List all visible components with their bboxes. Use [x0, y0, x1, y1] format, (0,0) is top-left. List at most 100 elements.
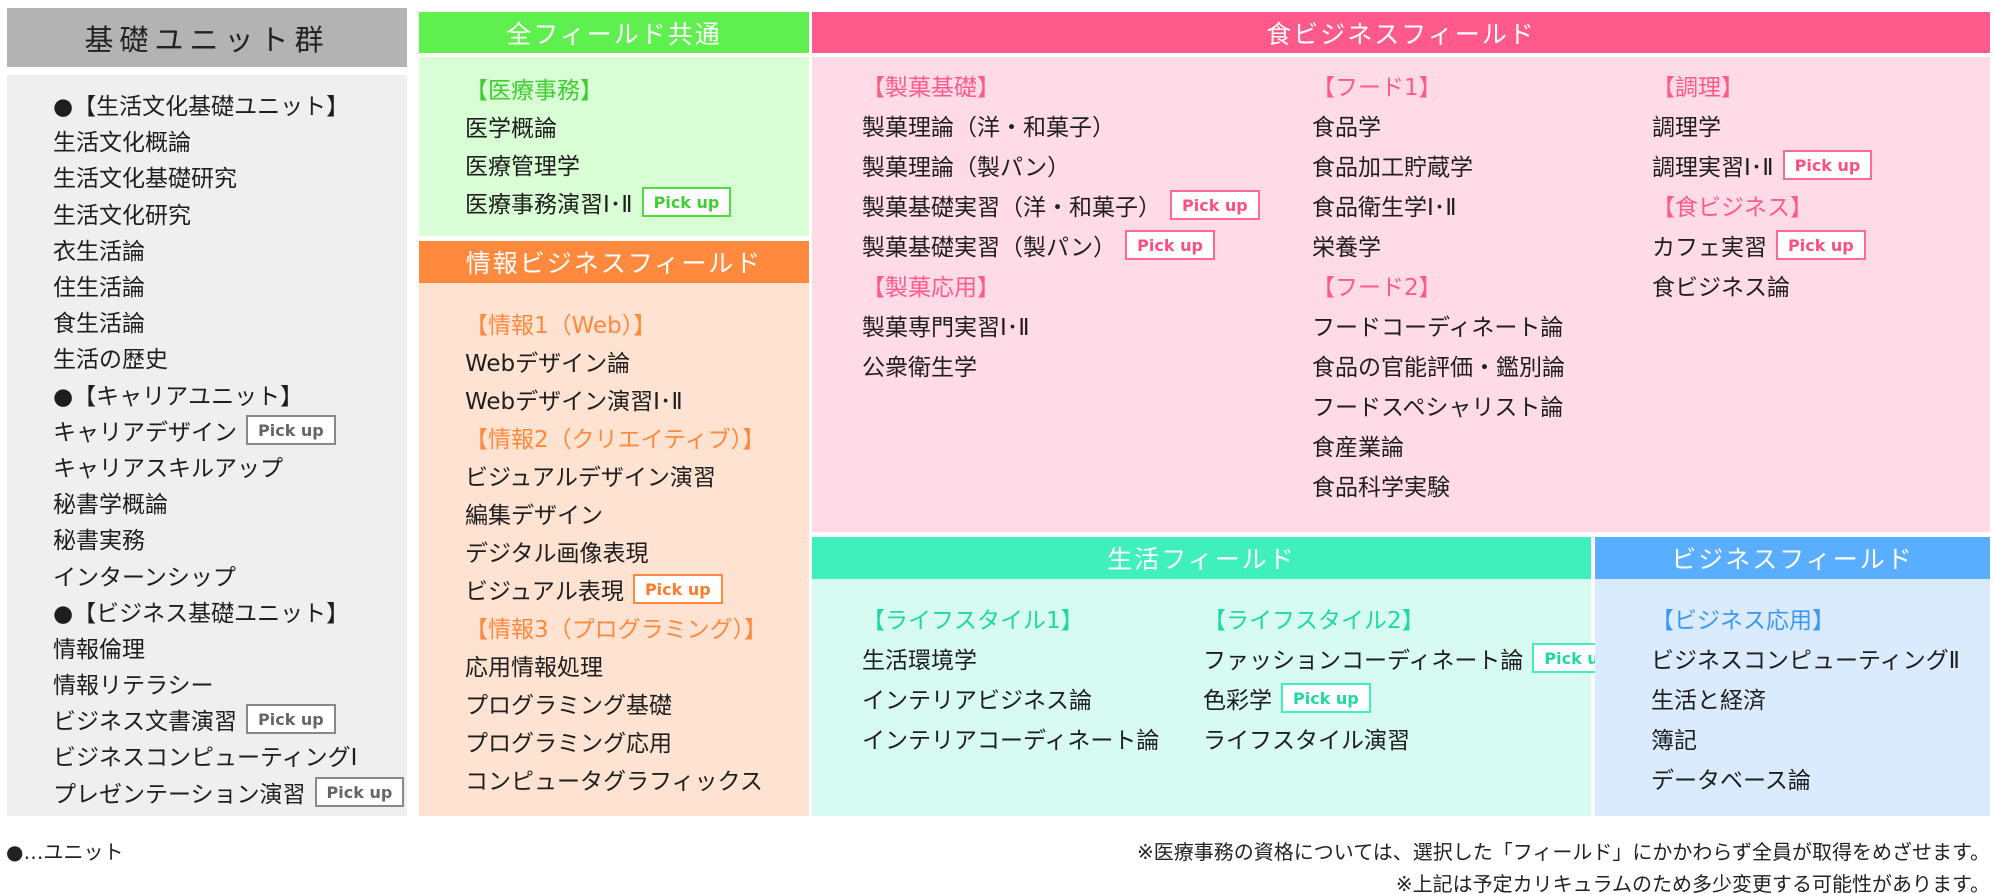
course-item: ●【ビジネス基礎ユニット】 [53, 593, 404, 629]
course-item: 医療事務演習Ⅰ･Ⅱ Pick up [465, 183, 732, 221]
info-field-list: 【情報1（Web）】 Webデザイン論 Webデザイン演習Ⅰ･Ⅱ 【情報2（クリエイテ… [465, 304, 767, 798]
course-item: 製菓理論（洋・和菓子） [862, 105, 1260, 145]
course-label: フードコーディネート論 [1312, 315, 1564, 341]
category-heading: 【フード1】 [1312, 65, 1565, 105]
pick-up-badge: Pick up [246, 704, 336, 735]
footnote-1: ※医療事務の資格については、選択した「フィールド」にかかわらず全員が取得をめざせ… [1137, 840, 1990, 864]
course-label: 製菓基礎実習（洋・和菓子） [862, 195, 1161, 221]
course-label: ●【キャリアユニット】 [53, 383, 304, 410]
category-label: 【医療事務】 [465, 78, 603, 104]
category-label: 【情報3（プログラミング）】 [465, 617, 768, 643]
life-field-header: 生活フィールド [812, 537, 1591, 579]
course-label: 食品の官能評価・鑑別論 [1312, 355, 1565, 381]
course-item: 情報リテラシー [53, 665, 404, 701]
category-heading: 【フード2】 [1312, 265, 1565, 305]
course-label: ビジネスコンピューティングⅡ [1651, 648, 1960, 674]
category-heading: 【食ビジネス】 [1652, 185, 1872, 225]
course-item: ビジネスコンピューティングⅡ [1651, 638, 1960, 678]
course-label: Webデザイン演習Ⅰ･Ⅱ [465, 389, 683, 415]
course-item: 秘書実務 [53, 520, 404, 556]
footnote-2: ※上記は予定カリキュラムのため多少変更する可能性があります。 [1395, 872, 1990, 894]
course-label: フードスペシャリスト論 [1312, 395, 1564, 421]
course-item: Webデザイン演習Ⅰ･Ⅱ [465, 380, 767, 418]
course-label: 秘書学概論 [53, 492, 168, 519]
pick-up-badge: Pick up [1125, 230, 1215, 260]
course-item: プレゼンテーション演習 Pick up [53, 774, 405, 810]
course-label: 医学概論 [465, 116, 557, 142]
course-label: ビジュアル表現 [465, 579, 624, 605]
life-col-1: 【ライフスタイル1】生活環境学インテリアビジネス論インテリアコーディネート論 [862, 598, 1159, 758]
category-heading: 【情報2（クリエイティブ）】 [465, 418, 767, 456]
common-field-body: 【医療事務】医学概論医療管理学医療事務演習Ⅰ･Ⅱ Pick up [419, 57, 809, 236]
course-item: 製菓理論（製パン） [862, 145, 1260, 185]
course-label: 住生活論 [53, 275, 145, 302]
course-item: 食品の官能評価・鑑別論 [1312, 345, 1565, 385]
course-item: コンピュータグラフィックス [465, 760, 767, 798]
life-field-panel: 生活フィールド 【ライフスタイル1】生活環境学インテリアビジネス論インテリアコー… [812, 537, 1623, 816]
course-label: 製菓理論（洋・和菓子） [862, 115, 1115, 141]
course-label: 医療事務演習Ⅰ･Ⅱ [465, 192, 633, 218]
category-label: 【ライフスタイル1】 [862, 608, 1084, 634]
course-label: 生活の歴史 [53, 347, 168, 374]
course-label: プログラミング応用 [465, 731, 672, 757]
course-label: 食産業論 [1312, 435, 1404, 461]
course-item: 生活文化基礎研究 [53, 158, 404, 194]
biz-field-body: 【ビジネス応用】ビジネスコンピューティングⅡ 生活と経済簿記データベース論 [1595, 579, 1990, 816]
course-label: ビジュアルデザイン演習 [465, 465, 716, 491]
course-item: 医学概論 [465, 107, 731, 145]
pick-up-badge: Pick up [1782, 150, 1873, 180]
course-label: ●【ビジネス基礎ユニット】 [53, 600, 350, 627]
course-label: 生活環境学 [862, 648, 977, 674]
course-label: 調理学 [1652, 115, 1721, 141]
course-item: 衣生活論 [53, 231, 404, 267]
pick-up-badge: Pick up [641, 187, 732, 217]
course-item: ビジネスコンピューティングⅠ [53, 737, 404, 773]
common-field-header: 全フィールド共通 [419, 12, 809, 53]
biz-field-list: 【ビジネス応用】ビジネスコンピューティングⅡ 生活と経済簿記データベース論 [1651, 598, 1960, 798]
course-label: 医療管理学 [465, 154, 580, 180]
course-item: 医療管理学 [465, 145, 731, 183]
course-item: 栄養学 [1312, 225, 1565, 265]
course-label: Webデザイン論 [465, 351, 631, 377]
course-item: 食品衛生学Ⅰ･Ⅱ [1312, 185, 1565, 225]
course-label: カフェ実習 [1652, 235, 1767, 261]
course-label: ビジネスコンピューティングⅠ [53, 745, 358, 772]
course-label: 秘書実務 [53, 528, 145, 555]
category-label: 【調理】 [1652, 75, 1744, 101]
course-label: 編集デザイン [465, 503, 603, 529]
course-label: プレゼンテーション演習 [53, 781, 306, 808]
base-unit-list: ●【生活文化基礎ユニット】生活文化概論生活文化基礎研究生活文化研究衣生活論住生活… [53, 86, 405, 810]
course-label: 簿記 [1651, 728, 1697, 754]
category-heading: 【情報1（Web）】 [465, 304, 767, 342]
category-label: 【情報2（クリエイティブ）】 [465, 427, 766, 453]
course-label: 食品加工貯蔵学 [1312, 155, 1473, 181]
course-item: 編集デザイン [465, 494, 767, 532]
course-label: デジタル画像表現 [465, 541, 649, 567]
course-label: プログラミング基礎 [465, 693, 672, 719]
course-item: データベース論 [1651, 758, 1960, 798]
course-item: カフェ実習 Pick up [1652, 225, 1872, 265]
course-label: コンピュータグラフィックス [465, 769, 763, 795]
course-item: キャリアスキルアップ [53, 448, 404, 484]
category-heading: 【製菓応用】 [862, 265, 1260, 305]
course-item: Webデザイン論 [465, 342, 767, 380]
food-field-panel: 食ビジネスフィールド 【製菓基礎】製菓理論（洋・和菓子）製菓理論（製パン）製菓基… [812, 12, 1990, 532]
course-item: 生活と経済 [1651, 678, 1960, 718]
course-item: ライフスタイル演習 [1203, 718, 1622, 758]
course-label: 生活文化基礎研究 [53, 166, 237, 193]
info-field-header: 情報ビジネスフィールド [419, 241, 809, 283]
category-heading: 【ライフスタイル1】 [862, 598, 1159, 638]
course-label: 食品衛生学Ⅰ･Ⅱ [1312, 195, 1457, 221]
pick-up-badge: Pick up [1281, 683, 1371, 713]
pick-up-badge: Pick up [314, 776, 405, 807]
pick-up-badge: Pick up [1776, 230, 1866, 260]
course-label: 生活と経済 [1651, 688, 1766, 714]
food-field-body: 【製菓基礎】製菓理論（洋・和菓子）製菓理論（製パン）製菓基礎実習（洋・和菓子）P… [812, 57, 1990, 532]
category-heading: 【ビジネス応用】 [1651, 598, 1960, 638]
